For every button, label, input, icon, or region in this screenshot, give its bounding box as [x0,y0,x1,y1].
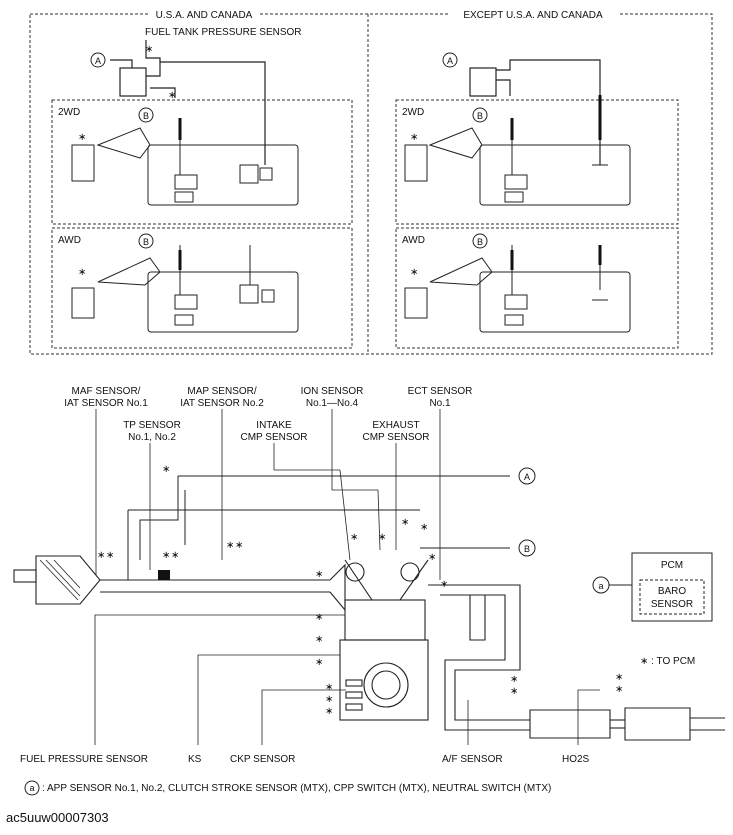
marker-b-text: B [477,237,483,247]
drawing-code: ac5uuw00007303 [6,810,109,825]
asterisk-mark: ∗ [78,267,86,278]
af-sensor-label: A/F SENSOR [442,754,503,765]
leader-lines [95,409,441,580]
fuel-tank-awd-left [71,245,299,333]
asterisk-mark: ∗ [420,522,428,533]
asterisk-mark: ∗ [378,532,386,543]
connector-a [518,467,536,485]
asterisk-mark: ∗ [106,550,114,561]
asterisk-mark: ∗ [315,657,323,668]
label-awd-right: AWD [402,235,425,246]
pcm-module [608,552,713,622]
ect-sensor-label-1: ECT SENSOR [408,386,473,397]
canister-right [469,59,601,165]
asterisk-mark: ∗ [162,464,170,475]
pcm-label: PCM [661,560,683,571]
map-sensor-label-2: IAT SENSOR No.2 [180,398,264,409]
asterisk-mark: ∗ [315,634,323,645]
asterisk-mark: ∗ [226,540,234,551]
asterisk-mark: ∗ [510,686,518,697]
ho2s-leader [577,689,600,745]
marker-b-text: B [143,237,149,247]
ckp-sensor-label: CKP SENSOR [230,754,295,765]
marker-b-text: B [524,544,530,554]
panel-title-except-usa: EXCEPT U.S.A. AND CANADA [463,10,603,21]
marker-b-text: B [143,111,149,121]
canister-left [110,40,266,165]
note-a-circle [24,780,40,796]
note-a-text: : APP SENSOR No.1, No.2, CLUTCH STROKE S… [42,783,551,794]
baro-sensor-label-2: SENSOR [651,599,693,610]
note-a-letter: a [29,783,34,793]
fuel-tank-awd-right [404,245,631,333]
asterisk-mark: ∗ [78,132,86,143]
asterisk-mark: ∗ [171,550,179,561]
marker-a-top-left [90,52,106,68]
label-2wd-right: 2WD [402,107,424,118]
asterisk-mark: ∗ [410,132,418,143]
legend-a-letter: a [598,581,603,591]
panel-title-usa: U.S.A. AND CANADA [156,10,253,21]
label-2wd-left: 2WD [58,107,80,118]
fuel-tank-2wd-left [71,118,299,206]
harness-lines [127,475,510,580]
marker-a-text: A [447,56,453,66]
maf-sensor-label-2: IAT SENSOR No.1 [64,398,148,409]
asterisk-mark: ∗ [97,550,105,561]
ect-sensor-label-2: No.1 [429,398,451,409]
marker-a-top-right [442,52,458,68]
asterisk-mark: ∗ [615,672,623,683]
connector-b [518,539,536,557]
intake-cmp-label-1: INTAKE [256,420,292,431]
asterisk-mark: ∗ [168,90,176,101]
intake-duct [13,555,346,612]
ks-label: KS [188,754,202,765]
asterisk-mark: ∗ [315,569,323,580]
map-sensor-label-1: MAP SENSOR/ [187,386,256,397]
asterisk-mark: ∗ [315,612,323,623]
marker-a-text: A [95,56,101,66]
bottom-leader-lines [94,614,469,745]
legend-a-circle [592,576,610,594]
engine-block [339,559,429,721]
exhaust-cmp-label-2: CMP SENSOR [362,432,429,443]
maf-sensor-label-1: MAF SENSOR/ [72,386,141,397]
exhaust-system [428,584,725,741]
baro-sensor-label-1: BARO [658,586,687,597]
asterisk-mark: ∗ [325,682,333,693]
asterisk-mark: ∗ [510,674,518,685]
label-awd-left: AWD [58,235,81,246]
fuel-tank-2wd-right [404,118,631,206]
asterisk-mark: ∗ [401,517,409,528]
fuel-tank-pressure-sensor-label: FUEL TANK PRESSURE SENSOR [145,27,302,38]
asterisk-mark: ∗ [325,706,333,717]
marker-a-text: A [524,472,530,482]
tp-sensor-label-2: No.1, No.2 [128,432,176,443]
asterisk-mark: ∗ [350,532,358,543]
asterisk-mark: ∗ [325,694,333,705]
top-panels [29,13,713,355]
to-pcm-legend: ∗ : TO PCM [640,656,695,667]
asterisk-mark: ∗ [615,684,623,695]
intake-cmp-label-2: CMP SENSOR [240,432,307,443]
fuel-pressure-sensor-label: FUEL PRESSURE SENSOR [20,754,148,765]
ion-sensor-label-1: ION SENSOR [301,386,364,397]
marker-b-text: B [477,111,483,121]
asterisk-mark: ∗ [428,552,436,563]
tp-sensor-label-1: TP SENSOR [123,420,181,431]
asterisk-mark: ∗ [162,550,170,561]
asterisk-mark: ∗ [410,267,418,278]
asterisk-mark: ∗ [235,540,243,551]
ho2s-label: HO2S [562,754,590,765]
ion-sensor-label-2: No.1—No.4 [306,398,359,409]
asterisk-mark: ∗ [145,44,153,55]
exhaust-cmp-label-1: EXHAUST [372,420,419,431]
